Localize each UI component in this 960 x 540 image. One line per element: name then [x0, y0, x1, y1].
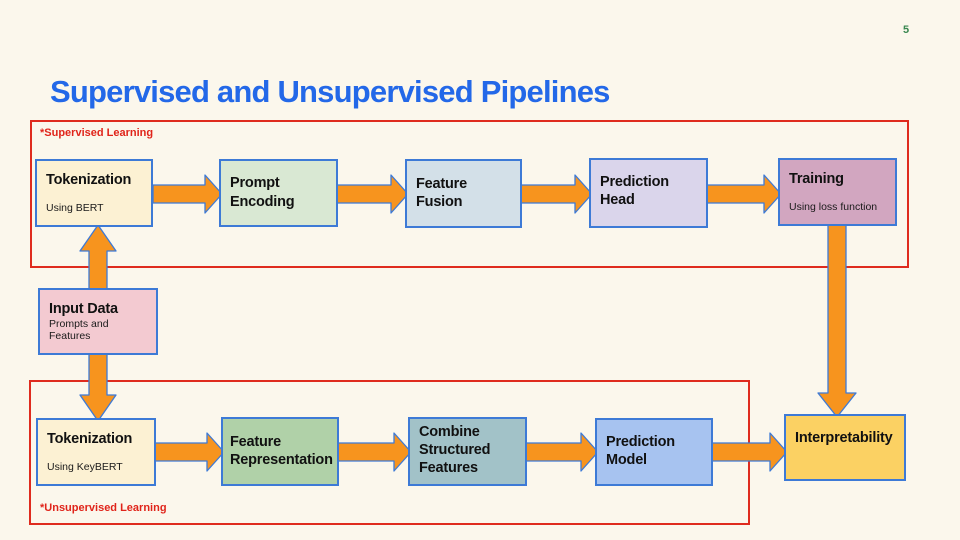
supervised-section-label: *Supervised Learning [40, 127, 154, 139]
unsupervised-section-label: *Unsupervised Learning [40, 502, 167, 514]
node-prediction-head: Prediction Head [589, 158, 708, 228]
page-title: Supervised and Unsupervised Pipelines [50, 74, 610, 109]
node-title: Training [789, 171, 844, 187]
node-subtitle: Using KeyBERT [47, 461, 123, 473]
node-tokenization-supervised: Tokenization Using BERT [35, 159, 153, 227]
node-title: Prediction Model [606, 434, 675, 469]
arrow-feature-representation-to-combine [337, 432, 412, 472]
node-title: Tokenization [47, 431, 133, 447]
arrow-prediction-model-to-interpretability [711, 432, 788, 472]
node-subtitle: Using loss function [789, 201, 878, 213]
arrow-prediction-head-to-training [706, 174, 782, 214]
node-title: Input Data [49, 301, 118, 317]
node-title: Tokenization [46, 172, 132, 188]
arrow-combine-to-prediction-model [525, 432, 599, 472]
node-prompt-encoding: Prompt Encoding [219, 159, 338, 227]
node-subtitle: Prompts and Features [49, 318, 109, 343]
node-title: Interpretability [795, 430, 893, 446]
node-input-data: Input Data Prompts and Features [38, 288, 158, 355]
node-combine-structured-features: Combine Structured Features [408, 417, 527, 486]
node-training: Training Using loss function [778, 158, 897, 226]
node-subtitle: Using BERT [46, 202, 104, 214]
arrow-input-data-to-tokenization-unsupervised [79, 351, 117, 422]
arrow-tokenization-to-prompt-encoding [152, 174, 223, 214]
node-feature-representation: Feature Representation [221, 417, 339, 486]
node-title: Feature Representation [230, 433, 333, 468]
arrow-feature-fusion-to-prediction-head [520, 174, 593, 214]
arrow-training-to-interpretability [817, 222, 857, 418]
node-title: Combine Structured Features [419, 423, 491, 477]
node-feature-fusion: Feature Fusion [405, 159, 522, 228]
node-title: Prediction Head [600, 174, 669, 209]
arrow-prompt-encoding-to-feature-fusion [336, 174, 409, 214]
node-title: Prompt Encoding [230, 175, 295, 210]
node-prediction-model: Prediction Model [595, 418, 713, 486]
node-tokenization-unsupervised: Tokenization Using KeyBERT [36, 418, 156, 486]
node-title: Feature Fusion [416, 175, 467, 210]
node-interpretability: Interpretability [784, 414, 906, 481]
supervised-section-frame [30, 120, 909, 268]
arrow-input-data-to-tokenization-supervised [79, 224, 117, 293]
page-number: 5 [903, 24, 910, 36]
arrow-tokenization-to-feature-representation [154, 432, 225, 472]
